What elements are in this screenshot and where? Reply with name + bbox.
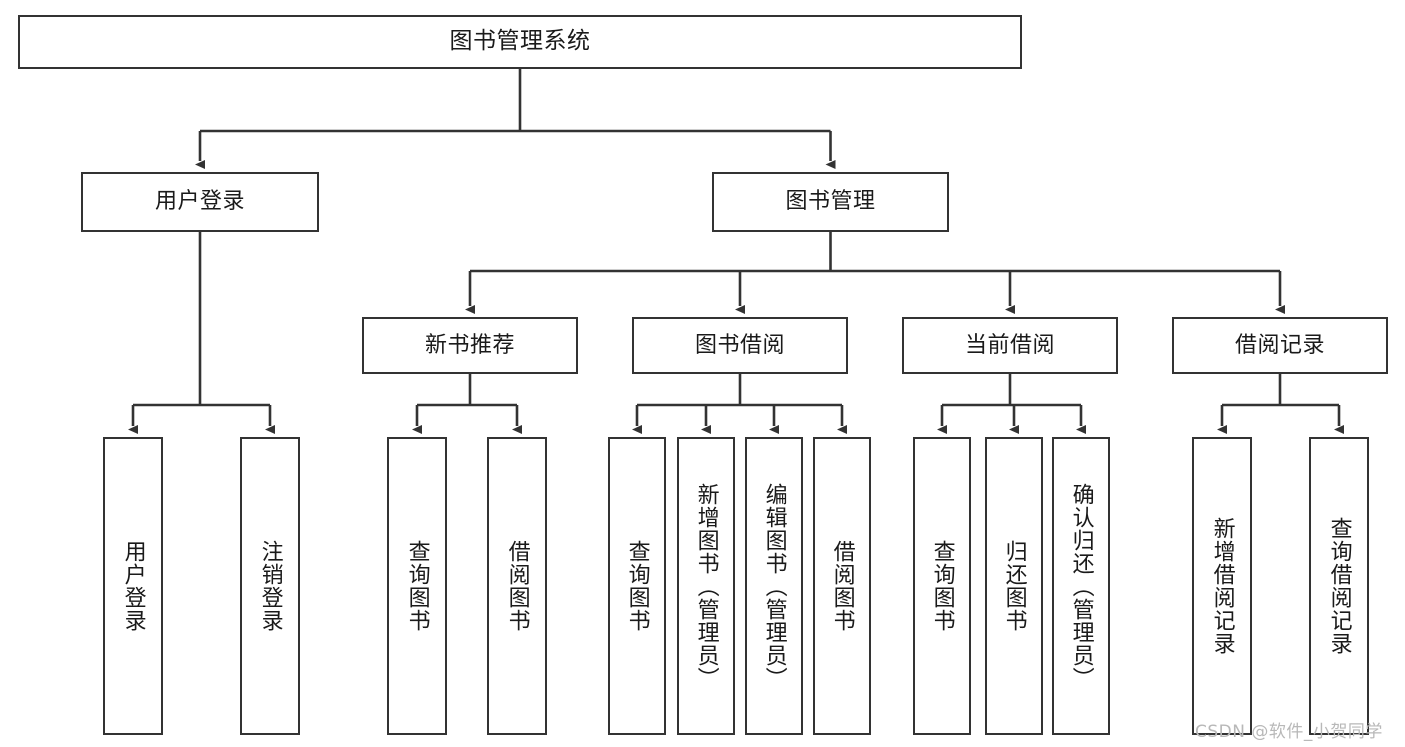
node-label-borrow-record: 借阅记录 (1234, 332, 1325, 358)
node-borrow-record[interactable]: 借阅记录 (1172, 317, 1388, 374)
node-leaf-query-book-3[interactable]: 查询图书 (913, 437, 971, 735)
node-leaf-add-borrow-record[interactable]: 新增借阅记录 (1192, 437, 1252, 735)
node-new-book-recommend[interactable]: 新书推荐 (362, 317, 578, 374)
node-label-root: 图书管理系统 (449, 28, 591, 55)
node-label-new-book-recommend: 新书推荐 (424, 332, 515, 358)
node-current-borrow[interactable]: 当前借阅 (902, 317, 1118, 374)
csdn-watermark: CSDN @软件_小贺同学 (1195, 722, 1383, 742)
node-label-user-login: 用户登录 (154, 189, 245, 215)
node-label-book-borrow: 图书借阅 (694, 332, 785, 358)
node-leaf-edit-book-admin[interactable]: 编辑图书（管理员） (745, 437, 803, 735)
node-label-leaf-query-book-3: 查询图书 (929, 540, 955, 632)
node-label-leaf-confirm-return-admin: 确认归还（管理员） (1068, 482, 1094, 690)
node-label-leaf-user-login: 用户登录 (120, 540, 146, 632)
node-label-leaf-query-borrow-record: 查询借阅记录 (1326, 517, 1352, 655)
node-leaf-user-login[interactable]: 用户登录 (103, 437, 163, 735)
node-leaf-query-borrow-record[interactable]: 查询借阅记录 (1309, 437, 1369, 735)
node-label-leaf-borrow-book-2: 借阅图书 (829, 540, 855, 632)
node-leaf-logout[interactable]: 注销登录 (240, 437, 300, 735)
node-leaf-query-book-1[interactable]: 查询图书 (387, 437, 447, 735)
node-root[interactable]: 图书管理系统 (18, 15, 1022, 69)
node-book-manage[interactable]: 图书管理 (712, 172, 949, 232)
node-label-leaf-logout: 注销登录 (257, 540, 283, 632)
node-label-current-borrow: 当前借阅 (964, 332, 1055, 358)
node-leaf-return-book[interactable]: 归还图书 (985, 437, 1043, 735)
node-label-leaf-query-book-1: 查询图书 (404, 540, 430, 632)
node-leaf-query-book-2[interactable]: 查询图书 (608, 437, 666, 735)
node-label-leaf-add-book-admin: 新增图书（管理员） (693, 482, 719, 690)
node-label-leaf-add-borrow-record: 新增借阅记录 (1209, 517, 1235, 655)
node-leaf-confirm-return-admin[interactable]: 确认归还（管理员） (1052, 437, 1110, 735)
node-leaf-borrow-book-1[interactable]: 借阅图书 (487, 437, 547, 735)
node-leaf-add-book-admin[interactable]: 新增图书（管理员） (677, 437, 735, 735)
node-leaf-borrow-book-2[interactable]: 借阅图书 (813, 437, 871, 735)
node-label-leaf-edit-book-admin: 编辑图书（管理员） (761, 482, 787, 690)
node-book-borrow[interactable]: 图书借阅 (632, 317, 848, 374)
node-user-login[interactable]: 用户登录 (81, 172, 319, 232)
node-label-book-manage: 图书管理 (785, 189, 876, 215)
node-label-leaf-borrow-book-1: 借阅图书 (504, 540, 530, 632)
node-label-leaf-return-book: 归还图书 (1001, 540, 1027, 632)
node-label-leaf-query-book-2: 查询图书 (624, 540, 650, 632)
